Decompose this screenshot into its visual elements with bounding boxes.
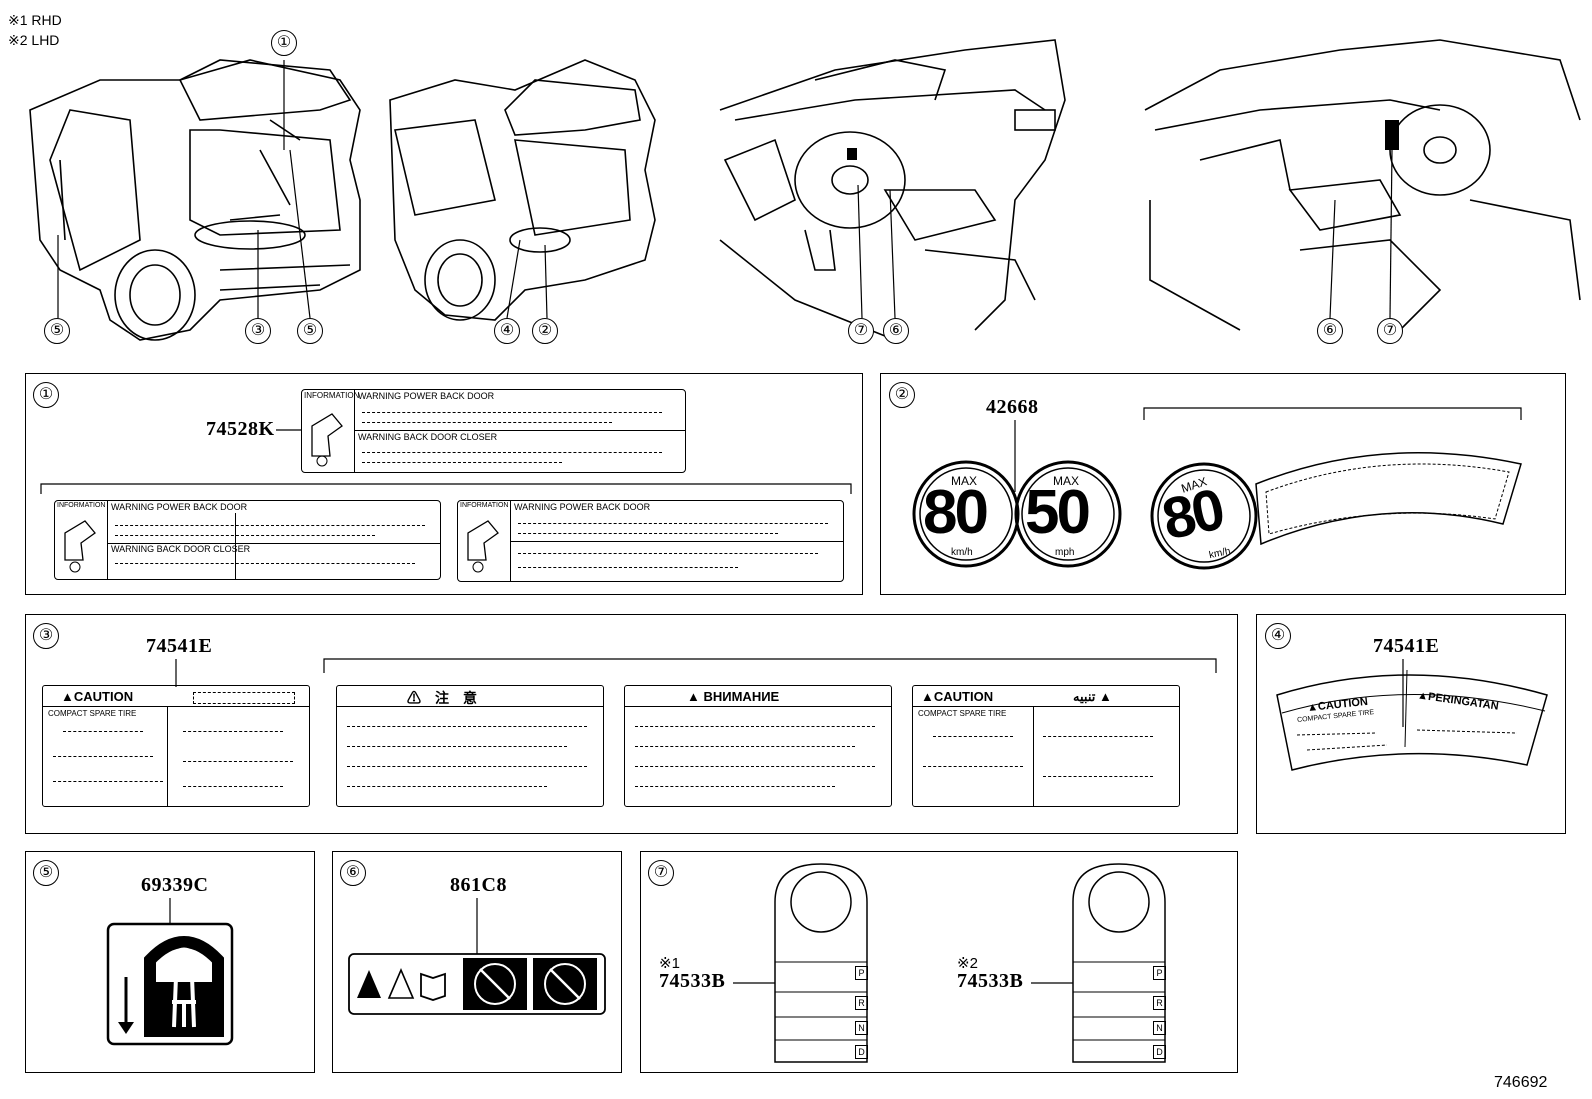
panel-2: ② 42668 MAX 80 km/h MAX 50 mph MAX 80 km… [880,373,1566,595]
part-number-74541E-curved: 74541E [1373,635,1440,657]
max-label-2: MAX [1053,474,1080,488]
gear-r-rhd: R [855,996,868,1010]
arabic-caution-text: تنبيه [1073,689,1096,704]
warning-back-door-closer: WARNING BACK DOOR CLOSER [358,432,498,442]
dashboard-illustration-rhd [719,39,1066,341]
arabic-caution-title: تنبيه ▲ [1073,689,1112,704]
gear-p-rhd: P [855,966,868,980]
door-pictogram-icon-b [467,520,499,573]
unit-kmh-1: km/h [951,547,973,558]
label-variant-b: INFORMATION WARNING POWER BACK DOOR [457,500,844,582]
panel-4: ④ 74541E ▲CAUTION ▲PERINGATAN COMPACT SP… [1256,614,1566,834]
caution-label-chinese: ⚠ 注 意 [336,685,604,807]
panel-1-leaders [40,429,852,494]
chinese-caution-title: ⚠ 注 意 [407,690,477,706]
panel-5-index: ⑤ [33,860,59,886]
legend-rhd: ※1 RHD [8,12,62,28]
chinese-caution-text: 注 意 [435,690,477,706]
panel-5: ⑤ 69339C [25,851,315,1073]
panel-2-graphics [912,407,1522,570]
panel-3-index: ③ [33,623,59,649]
gear-d-rhd: D [855,1045,868,1059]
airbag-warning-label [348,898,606,1015]
callout-7-rhd: ⑦ [848,318,874,344]
callout-2: ② [532,318,558,344]
panel-1: ① 74528K INFORMATION WARNING POWER BACK … [25,373,863,595]
speed-80-kmh-curved: 80 [1156,476,1228,553]
callout-7-lhd: ⑦ [1377,318,1403,344]
info-header-b: INFORMATION [460,502,509,509]
callout-5-left: ⑤ [44,318,70,344]
vehicle-rear-illustration-1 [29,59,361,341]
caution-title: ▲CAUTION [61,689,134,704]
caution-label-arabic: ▲CAUTION تنبيه ▲ COMPACT SPARE TIRE [912,685,1180,807]
part-number-74541E: 74541E [146,635,213,657]
callout-1: ① [271,30,297,56]
max-label-1: MAX [951,474,978,488]
panel-2-index: ② [889,382,915,408]
caution-text: CAUTION [73,689,134,704]
compact-spare-tire-2: COMPACT SPARE TIRE [918,709,1007,718]
gear-n-lhd: N [1153,1021,1166,1035]
callout-5-right: ⑤ [297,318,323,344]
part-number-74533B-rhd: 74533B [659,970,726,992]
legend-lhd: ※2 LHD [8,32,60,48]
info-header: INFORMATION [304,391,360,400]
figure-id: 746692 [1494,1074,1548,1091]
dashboard-illustration-lhd [1144,39,1581,331]
warning-power-back-door: WARNING POWER BACK DOOR [358,391,495,401]
gear-n-rhd: N [855,1021,868,1035]
caution-label-english: ▲CAUTION COMPACT SPARE TIRE [42,685,310,807]
info-header-a: INFORMATION [57,502,106,509]
caution-label-russian: ▲ ВНИМАНИЕ [624,685,892,807]
part-number-74528K: 74528K [206,418,275,440]
label-variant-a: INFORMATION WARNING POWER BACK DOOR WARN… [54,500,441,580]
callout-6-lhd: ⑥ [1317,318,1343,344]
panel-6-index: ⑥ [340,860,366,886]
child-lock-label [106,898,234,1046]
panel-3-leaders [175,658,1217,687]
shift-lever-hang-tags [733,863,1166,1063]
gear-r-lhd: R [1153,996,1166,1010]
warning-power-back-door-b: WARNING POWER BACK DOOR [514,502,651,512]
part-number-74533B-lhd: 74533B [957,970,1024,992]
panel-3: ③ 74541E ▲CAUTION COMPACT SPARE TIRE ⚠ 注… [25,614,1238,834]
door-pictogram-icon [311,413,343,467]
panel-7-index: ⑦ [648,860,674,886]
gear-p-lhd: P [1153,966,1166,980]
part-number-42668: 42668 [986,396,1039,418]
caution-title-2: ▲CAUTION [921,689,994,704]
russian-caution-text: ВНИМАНИЕ [703,689,780,704]
panel-7: ⑦ ※1 74533B ※2 74533B P R N D P R N D [640,851,1238,1073]
callout-4: ④ [494,318,520,344]
note-lhd: ※2 [957,955,978,972]
panel-1-index: ① [33,382,59,408]
speed-50-mph: 50 [1025,478,1091,547]
callout-3: ③ [245,318,271,344]
note-rhd: ※1 [659,955,680,972]
door-pictogram-icon-a [64,520,96,573]
part-number-861C8: 861C8 [450,874,507,896]
gear-d-lhd: D [1153,1045,1166,1059]
speed-80-kmh: 80 [923,478,989,547]
caution-text-2: CAUTION [933,689,994,704]
curved-caution-label [1276,659,1548,771]
russian-caution-title: ▲ ВНИМАНИЕ [687,689,780,704]
compact-spare-tire: COMPACT SPARE TIRE [48,709,137,718]
panel-4-index: ④ [1265,623,1291,649]
part-number-69339C: 69339C [141,874,209,896]
label-74528K: INFORMATION WARNING POWER BACK DOOR WARN… [301,389,686,473]
vehicle-rear-illustration-2 [389,59,656,321]
warning-back-door-closer-a: WARNING BACK DOOR CLOSER [111,544,251,554]
unit-mph: mph [1055,547,1075,558]
warning-power-back-door-a: WARNING POWER BACK DOOR [111,502,248,512]
callout-6-rhd: ⑥ [883,318,909,344]
panel-6: ⑥ 861C8 [332,851,622,1073]
